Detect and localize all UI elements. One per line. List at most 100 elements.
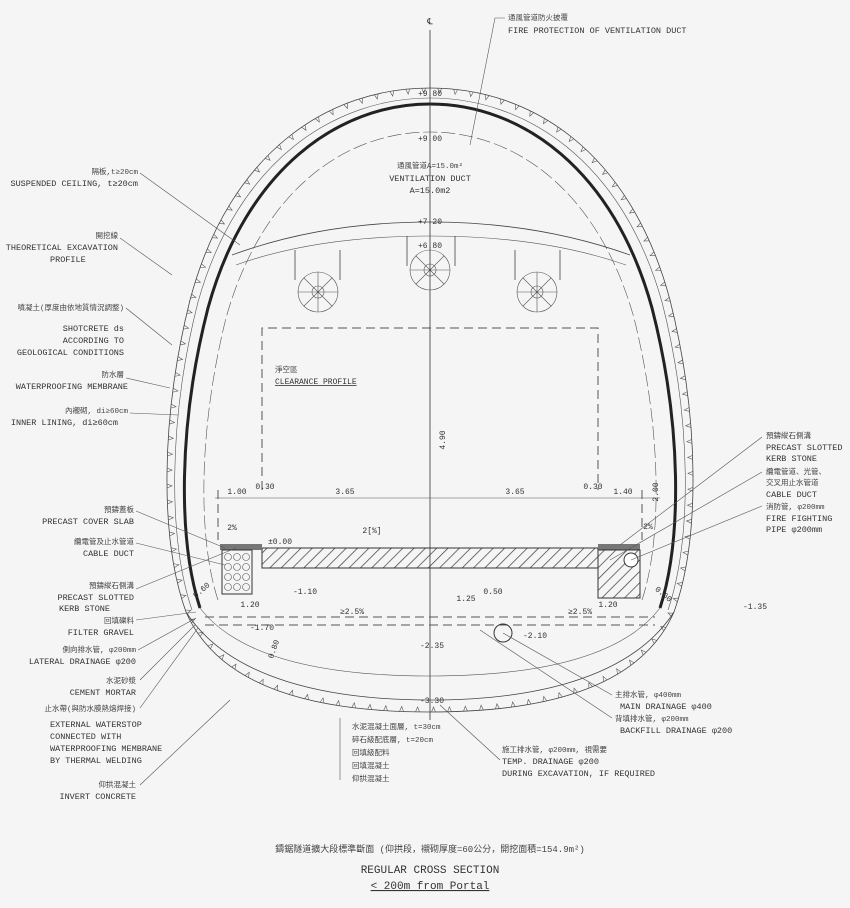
dim: 1.25	[456, 595, 475, 604]
excavation-tick	[611, 182, 618, 188]
label-cn: 通風管道防火披覆	[508, 12, 568, 23]
excavation-tick	[616, 668, 622, 675]
elev: +6.80	[418, 242, 442, 251]
label-cn: 消防管, φ200mm	[766, 501, 825, 512]
excavation-tick	[389, 90, 395, 97]
label-fire-fighting: FIRE FIGHTING	[766, 514, 832, 524]
excavation-tick	[186, 309, 193, 314]
excavation-tick	[511, 701, 516, 708]
layer-label: 回填級配料	[352, 747, 390, 758]
excavation-tick	[383, 704, 388, 711]
label-kerb-stone-right: PRECAST SLOTTED	[766, 443, 843, 453]
label-filter-gravel: FILTER GRAVEL	[68, 628, 134, 638]
dim: 0.60	[192, 581, 213, 600]
label-cn: 背填排水管, φ200mm	[615, 713, 689, 724]
label-clearance-profile: CLEARANCE PROFILE	[275, 378, 357, 387]
excavation-tick	[573, 687, 578, 694]
excavation-tick	[542, 695, 548, 702]
excavation-tick	[264, 155, 271, 161]
label-backfill-drainage: BACKFILL DRAINAGE φ200	[620, 726, 732, 736]
excavation-tick	[529, 110, 534, 117]
elev: +7.20	[418, 218, 442, 227]
dim: ≥2.5%	[340, 608, 364, 617]
excavation-tick	[212, 233, 219, 239]
elevations: +9.80 +9.00 +7.20 +6.80 ±0.00 -1.10 -1.7…	[250, 90, 767, 706]
excavation-tick	[479, 704, 484, 711]
cable-pipe	[224, 563, 232, 571]
label-cn: 隔板,t≥20cm	[91, 166, 138, 177]
label-cn: 淨空區	[275, 364, 298, 375]
label-temp-drainage-2: DURING EXCAVATION, IF REQUIRED	[502, 769, 655, 779]
elev: -3.30	[420, 697, 444, 706]
excavation-tick	[515, 104, 520, 111]
label-lateral-drainage: LATERAL DRAINAGE φ200	[29, 657, 136, 667]
excavation-tick	[176, 579, 183, 584]
excavation-tick	[171, 547, 178, 553]
elev: ±0.00	[268, 538, 292, 547]
excavation-tick	[244, 671, 250, 678]
excavation-tick	[288, 689, 294, 696]
label-ventilation-duct: VENTILATION DUCT	[389, 174, 471, 184]
excavation-tick	[683, 407, 690, 412]
elev: +9.00	[418, 135, 442, 144]
cable-pipe	[233, 583, 241, 591]
excavation-tick	[226, 205, 233, 211]
excavation-tick	[636, 222, 643, 228]
excavation-tick	[682, 550, 689, 556]
title-en: REGULAR CROSS SECTION	[361, 865, 500, 877]
cable-pipe	[224, 573, 232, 581]
dim: 2[%]	[362, 527, 381, 536]
elev: -1.10	[293, 588, 317, 597]
excavation-tick	[301, 124, 307, 131]
dimensions: 1.00 0.30 3.65 3.65 0.30 1.40 2.00 4.90 …	[192, 430, 674, 660]
drain-line	[205, 616, 655, 626]
excavation-tick	[166, 467, 173, 473]
excavation-tick	[484, 94, 490, 101]
label-cn: 施工排水管, φ200mm, 視需要	[502, 744, 608, 755]
layer-label: 回填混凝土	[352, 760, 390, 771]
excavation-tick	[679, 375, 686, 380]
jet-fan-right	[514, 250, 561, 313]
label-kerb-stone-right-2: KERB STONE	[766, 454, 817, 464]
excavation-tick	[358, 97, 363, 105]
excavation-tick	[244, 179, 251, 185]
excavation-tick	[367, 703, 372, 710]
excavation-tick	[185, 609, 192, 615]
excavation-tick	[686, 503, 693, 508]
excavation-tick	[288, 134, 294, 141]
excavation-tick	[167, 499, 174, 505]
excavation-tick	[620, 195, 627, 201]
cable-pipe	[242, 563, 250, 571]
excavation-tick	[453, 89, 458, 96]
dim: 0.60	[653, 585, 674, 604]
excavation-tick	[685, 519, 692, 524]
cover-slab-right	[598, 544, 640, 550]
label-cn: 內襯砌, di≥60cm	[65, 405, 129, 416]
excavation-tick	[219, 219, 226, 225]
excavation-tick	[170, 403, 177, 409]
excavation-tick	[276, 144, 282, 151]
excavation-tick	[679, 566, 686, 572]
excavation-tick	[180, 340, 187, 346]
label-shotcrete-2: ACCORDING TO	[63, 336, 124, 346]
label-excavation-2: PROFILE	[50, 255, 86, 265]
excavation-tick	[168, 515, 175, 521]
label-kerb-stone: PRECAST SLOTTED	[57, 593, 134, 603]
excavation-tick	[643, 236, 650, 242]
label-cn: 噴凝土(厚度由依地質情況調整)	[17, 302, 124, 313]
excavation-tick	[399, 705, 404, 712]
cable-pipe	[224, 583, 232, 591]
label-cn: 仰拱混凝土	[99, 779, 137, 790]
excavation-tick	[168, 435, 175, 441]
excavation-tick	[173, 563, 180, 568]
excavation-tick	[218, 654, 225, 660]
label-invert-concrete: INVERT CONCRETE	[59, 792, 136, 802]
excavation-tick	[676, 582, 683, 587]
label-suspended-ceiling: SUSPENDED CEILING, t≥20cm	[10, 179, 138, 189]
excavation-tick	[568, 136, 575, 143]
excavation-tick	[319, 697, 325, 704]
dim: 4.90	[439, 430, 448, 449]
excavation-tick	[174, 372, 181, 377]
excavation-tick	[684, 534, 691, 540]
main-drainage-pipe	[493, 623, 513, 643]
